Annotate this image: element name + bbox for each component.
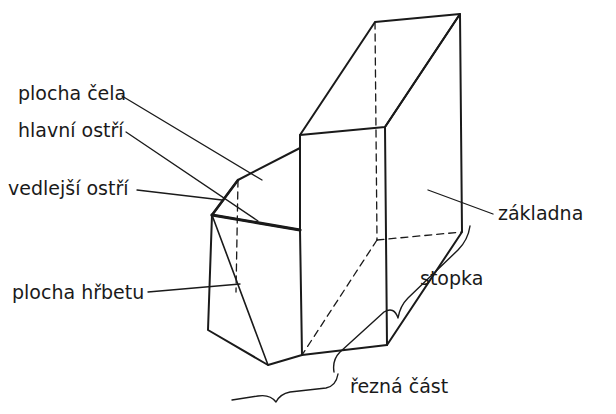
part-label: hlavní ostří	[18, 120, 124, 141]
rake-face	[212, 148, 300, 230]
part-label: základna	[498, 203, 583, 224]
shank-bracket	[334, 226, 470, 372]
leader-lines	[122, 96, 493, 292]
hidden-edges	[236, 22, 462, 355]
part-label: plocha hřbetu	[12, 282, 144, 303]
head-step	[299, 135, 301, 148]
flank-edge	[212, 215, 268, 365]
part-label: vedlejší ostří	[8, 178, 129, 199]
cutting-part-bracket	[232, 374, 338, 402]
shank-top-face	[300, 14, 460, 135]
shank-bottom-edge	[302, 345, 387, 355]
minor-cutting-edge	[212, 180, 238, 215]
part-label: plocha čela	[18, 83, 126, 104]
main-cutting-edge	[212, 215, 300, 230]
part-label: řezná část	[350, 376, 448, 397]
flank-face	[208, 215, 302, 365]
shank-side-face	[385, 14, 462, 345]
part-label: stopka	[420, 268, 483, 289]
